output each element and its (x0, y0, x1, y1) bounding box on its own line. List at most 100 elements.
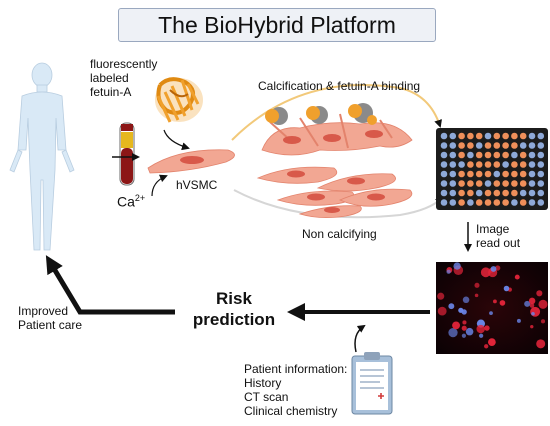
well (519, 189, 527, 197)
well (519, 180, 527, 187)
nucleus-spot (458, 307, 464, 313)
well (458, 161, 465, 168)
well (493, 142, 501, 149)
well (528, 189, 536, 197)
well (502, 170, 509, 178)
calcium-sup: 2+ (134, 193, 146, 203)
risk-line: Risk (216, 289, 252, 308)
nucleus-spot (490, 266, 497, 272)
fetuin-spot (474, 282, 480, 288)
well (519, 151, 527, 159)
well (528, 132, 536, 140)
fetuin-spot (488, 338, 496, 347)
image-readout-line: Image (476, 222, 510, 236)
fetuin-spot (499, 300, 506, 306)
fluorescence-image-icon (436, 262, 548, 354)
risk-line: prediction (192, 310, 276, 329)
non-calcifying-label: Non calcifying (302, 227, 377, 241)
well (475, 142, 483, 149)
well (528, 199, 536, 206)
fetuin-label-line: labeled (90, 71, 129, 85)
nucleus-spot (478, 333, 484, 338)
well (502, 180, 509, 187)
well (502, 189, 509, 197)
calcification-text: Calcification & fetuin-A binding (258, 79, 421, 93)
well (528, 151, 536, 159)
well (440, 142, 448, 149)
clipboard-icon (351, 352, 393, 415)
nucleus-spot (446, 269, 451, 274)
fetuin-spot (484, 344, 489, 349)
well (449, 170, 457, 178)
risk-prediction-label: Risk prediction (178, 288, 290, 330)
nucleus-spot (465, 327, 474, 336)
well (493, 180, 501, 187)
well (519, 161, 527, 168)
well (440, 151, 448, 159)
well (511, 199, 518, 206)
patient-info-label: Patient information: History CT scan Cli… (244, 362, 347, 418)
fetuin-label-line: fluorescently (90, 57, 158, 71)
well (458, 189, 465, 197)
well (537, 170, 545, 178)
title-text: The BioHybrid Platform (158, 11, 396, 38)
arrow-patient-info-to-risk (354, 324, 366, 353)
well (484, 161, 492, 168)
well (537, 199, 545, 206)
well (475, 151, 483, 159)
well (528, 161, 536, 168)
well (511, 161, 518, 168)
well (528, 170, 536, 178)
well (537, 142, 545, 149)
improved-care-label: Improved Patient care (18, 304, 82, 332)
fetuin-spot (536, 290, 543, 297)
fetuin-spot (480, 267, 491, 278)
well (467, 170, 474, 178)
fetuin-spot (514, 274, 520, 280)
well (440, 132, 448, 140)
fetuin-spot (530, 306, 541, 317)
fetuin-label: fluorescently labeled fetuin-A (90, 57, 157, 99)
well (467, 132, 474, 140)
well-plate-icon (436, 128, 548, 210)
well (511, 170, 518, 178)
well (519, 132, 527, 140)
calcium-base: Ca (117, 193, 135, 210)
fetuin-spot (462, 320, 467, 325)
fetuin-spot (484, 325, 490, 331)
arrow-risk-to-care (45, 255, 175, 315)
well (458, 132, 465, 140)
calcium-label: Ca2+ (117, 191, 145, 209)
well (502, 142, 509, 149)
well (449, 161, 457, 168)
well (537, 189, 545, 197)
fetuin-spot (530, 324, 534, 329)
well (528, 180, 536, 187)
fetuin-spot (437, 292, 445, 300)
well (458, 151, 465, 159)
arc-non-calcifying (233, 189, 444, 219)
arrow-fetuin-to-cell (163, 129, 190, 151)
well (475, 180, 483, 187)
fetuin-spot (493, 299, 497, 304)
well (528, 142, 536, 149)
well (537, 180, 545, 187)
patient-info-line: CT scan (244, 390, 289, 404)
well (440, 199, 448, 206)
well (502, 161, 509, 168)
well (484, 132, 492, 140)
well (484, 180, 492, 187)
well (458, 180, 465, 187)
well (440, 189, 448, 197)
well (511, 132, 518, 140)
improved-care-line: Patient care (18, 318, 83, 332)
fetuin-spot (529, 303, 535, 308)
nucleus-spot (461, 333, 466, 338)
patient-info-line: Clinical chemistry (244, 404, 338, 418)
arrow-calcium-to-cell (151, 174, 168, 197)
well (449, 142, 457, 149)
fetuin-spot (540, 319, 546, 324)
nucleus-spot (489, 311, 493, 316)
well (449, 151, 457, 159)
non-calcifying-text: Non calcifying (302, 227, 377, 241)
